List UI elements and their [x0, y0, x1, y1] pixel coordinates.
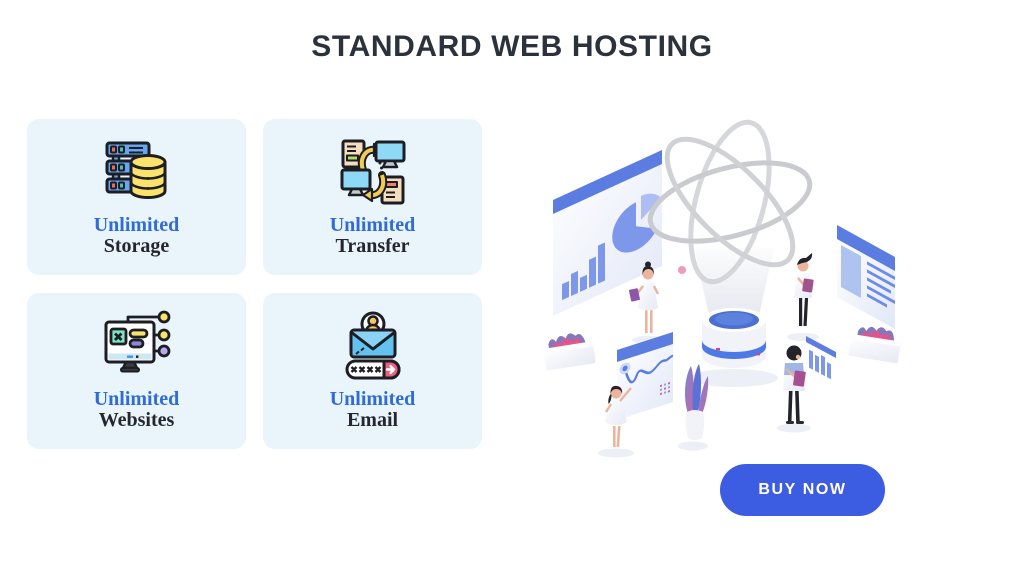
- computers-sync-icon: [340, 139, 405, 205]
- info-board-text: [837, 225, 895, 329]
- feature-line2: Storage: [103, 235, 170, 257]
- isometric-analytics-illustration: [541, 119, 903, 458]
- potted-plant: [684, 364, 709, 440]
- feature-line1: Unlimited: [93, 388, 180, 410]
- feature-card-websites: Unlimited Websites: [27, 293, 246, 449]
- feature-line2: Websites: [98, 409, 175, 431]
- feature-line2: Transfer: [335, 235, 410, 257]
- feature-line2: Email: [346, 409, 399, 431]
- person-woman-drawing: [604, 385, 632, 448]
- feature-card-grid: Unlimited Storage: [27, 119, 482, 449]
- browser-monitor-icon: [104, 310, 170, 373]
- envelope-user-password-icon: [345, 311, 400, 380]
- pink-dot: [678, 266, 686, 274]
- feature-line1: Unlimited: [93, 214, 180, 236]
- feature-card-email: Unlimited Email: [263, 293, 482, 449]
- person-man-clipboard: [783, 345, 806, 424]
- planter-right: [848, 326, 903, 364]
- feature-line1: Unlimited: [329, 214, 416, 236]
- feature-line1: Unlimited: [329, 388, 416, 410]
- feature-card-transfer: Unlimited Transfer: [263, 119, 482, 275]
- feature-card-storage: Unlimited Storage: [27, 119, 246, 275]
- buy-now-button[interactable]: BUY NOW: [720, 464, 885, 516]
- whiteboard-line-chart: [617, 332, 674, 420]
- planter-left: [541, 333, 596, 371]
- person-man-board: [794, 253, 814, 327]
- server-database-icon: [105, 141, 166, 199]
- page-title: STANDARD WEB HOSTING: [311, 30, 713, 63]
- hologram-podium: [694, 248, 774, 368]
- presentation-board-charts: [553, 150, 662, 316]
- bar-chart-panel: [806, 336, 836, 388]
- person-woman-tablet: [629, 261, 660, 333]
